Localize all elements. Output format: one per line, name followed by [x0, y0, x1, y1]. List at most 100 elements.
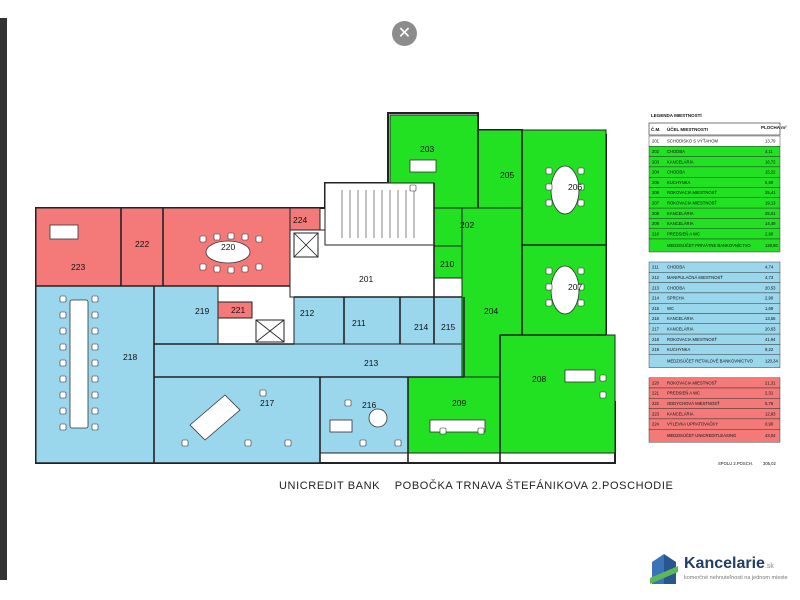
legend-row-num: 218	[652, 337, 660, 342]
legend-row-num: 212	[652, 275, 660, 280]
legend-row-area: 4,74	[765, 265, 774, 270]
room-number-205: 205	[500, 170, 514, 180]
brand-logo[interactable]: Kancelarie.sk komerčné nehnuteľnosti na …	[648, 544, 798, 594]
chair	[91, 407, 99, 415]
room-number-221: 221	[231, 305, 245, 315]
chair	[577, 199, 585, 207]
chair	[244, 439, 252, 447]
room-number-217: 217	[260, 398, 274, 408]
desk-216	[329, 419, 353, 433]
chair	[577, 183, 585, 191]
legend-row-214: 214 SPRCHA 2,90	[648, 292, 781, 304]
legend-row-use: CHODBA	[667, 285, 685, 290]
chair	[181, 439, 189, 447]
close-button[interactable]: ✕	[392, 21, 417, 46]
chair	[59, 423, 67, 431]
chair	[199, 263, 207, 271]
chair	[599, 374, 607, 382]
room-number-215: 215	[441, 322, 455, 332]
chair	[227, 232, 235, 240]
legend-row-use: ROKOVACIA MIESTNOSŤ	[667, 190, 717, 195]
legend-row-use: KANCELÁRIA	[667, 326, 694, 331]
chair	[359, 439, 367, 447]
chair	[545, 199, 553, 207]
room-212	[293, 296, 345, 345]
legend-row-num: 203	[652, 159, 660, 164]
chair	[545, 283, 553, 291]
legend-row-216: 216 KANCELÁRIA 13,56	[648, 313, 781, 325]
chair	[255, 263, 263, 271]
room-number-224: 224	[293, 215, 307, 225]
legend-row-num: 217	[652, 326, 660, 331]
chair	[91, 375, 99, 383]
room-210	[433, 245, 463, 279]
legend-row-area: 12,83	[765, 411, 776, 416]
chair	[213, 233, 221, 241]
legend-row-use: MEDZISÚČET PRIVÁTNE BANKOVNÍCTVO	[667, 243, 751, 248]
legend-row-use: MEDZISÚČET RETAILOVÉ BANKOVNÍCTVO	[667, 359, 754, 364]
legend-row-use: KUCHYNKA	[667, 180, 690, 185]
stairs	[324, 182, 435, 246]
chair	[59, 295, 67, 303]
chair	[599, 391, 607, 399]
legend-row-area: 120,34	[765, 359, 778, 364]
table-220	[205, 240, 251, 264]
legend-row-num: 224	[652, 422, 660, 427]
legend-row-use: ROKOVACIA MIESTNOSŤ	[667, 200, 717, 205]
legend-row-area: 13,56	[765, 316, 776, 321]
plan-title: UNICREDIT BANK POBOČKA TRNAVA ŠTEFÁNIKOV…	[279, 480, 674, 492]
chair	[91, 359, 99, 367]
legend-row-num: 214	[652, 296, 660, 301]
legend-row-num: 211	[652, 265, 659, 270]
legend-row-area: 43,04	[765, 433, 776, 438]
legend-row-area: 20,63	[765, 326, 776, 331]
legend-row-num: 207	[652, 200, 660, 205]
legend-row-area: 41,94	[765, 337, 776, 342]
chair	[213, 265, 221, 273]
chair	[241, 265, 249, 273]
legend-row-num: 201	[652, 139, 660, 144]
legend-row-num: 215	[652, 306, 660, 311]
chair	[545, 183, 553, 191]
legend-row-num: 205	[652, 180, 660, 185]
room-number-209: 209	[452, 398, 466, 408]
chairs	[59, 167, 607, 447]
legend-row-num: 216	[652, 316, 660, 321]
legend-row-use: PREDSIEŇ A WC	[667, 391, 700, 396]
legend-row-num: 206	[652, 190, 660, 195]
legend-row-use: KANCELÁRIA	[667, 316, 694, 321]
room-number-206: 206	[568, 182, 582, 192]
legend-row-use: SPRCHA	[667, 296, 685, 301]
chair	[91, 423, 99, 431]
legend-row-217: 217 KANCELÁRIA 20,63	[648, 323, 781, 335]
room-215	[433, 296, 463, 345]
chair	[59, 343, 67, 351]
stair-steps	[341, 190, 415, 238]
chair	[409, 184, 417, 192]
room-number-220: 220	[221, 242, 235, 252]
room-number-213: 213	[364, 358, 378, 368]
legend-row-num: 208	[652, 211, 660, 216]
legend-row-use: KANCELÁRIA	[667, 411, 694, 416]
chair	[477, 427, 485, 435]
room-number-216: 216	[362, 400, 376, 410]
legend-title: LEGENDA MIESTNOSTÍ	[651, 111, 702, 118]
room-223	[35, 207, 122, 287]
desk-208	[564, 369, 596, 383]
legend-row-area: 2,90	[765, 296, 774, 301]
legend-row-area: 4,11	[765, 149, 774, 154]
legend-row-area: 13,79	[765, 139, 776, 144]
room-number-203: 203	[420, 144, 434, 154]
chair	[91, 343, 99, 351]
room-222	[120, 207, 164, 287]
table-216	[368, 408, 388, 428]
